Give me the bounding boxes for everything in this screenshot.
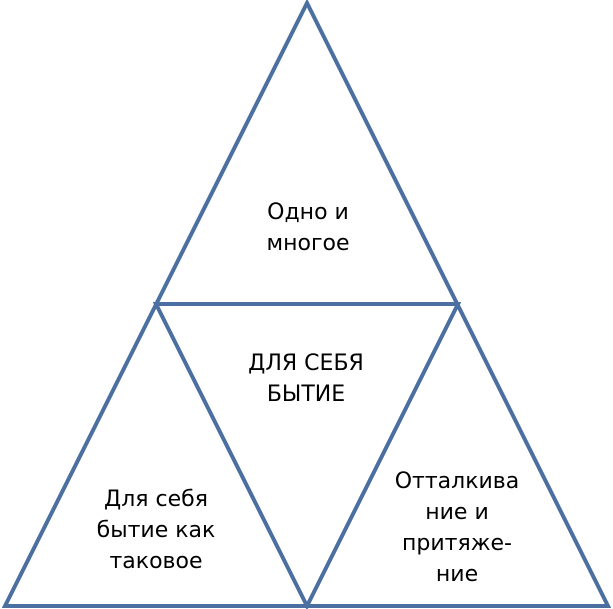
section-center-line: ДЛЯ СЕБЯ [248,351,364,376]
section-center-label: ДЛЯ СЕБЯ БЫТИЕ [206,348,406,410]
section-right-line: Отталкива [394,469,520,494]
section-center-line: БЫТИЕ [266,382,346,407]
section-right-line: ние [435,562,479,587]
section-right-label: Отталкива ние и притяже- ние [357,466,557,590]
section-right-line: притяже- [402,531,512,556]
section-left-line: таковое [109,549,203,574]
inner-inverted-triangle [152,302,462,609]
section-top-line: Одно и [267,200,349,225]
section-left-line: Для себя [104,487,208,512]
section-left-label: Для себя бытие как таковое [56,484,256,577]
section-top-label: Одно и многое [208,197,408,259]
section-top-line: многое [266,231,350,256]
section-right-line: ние и [425,500,489,525]
section-left-line: бытие как [96,518,216,543]
